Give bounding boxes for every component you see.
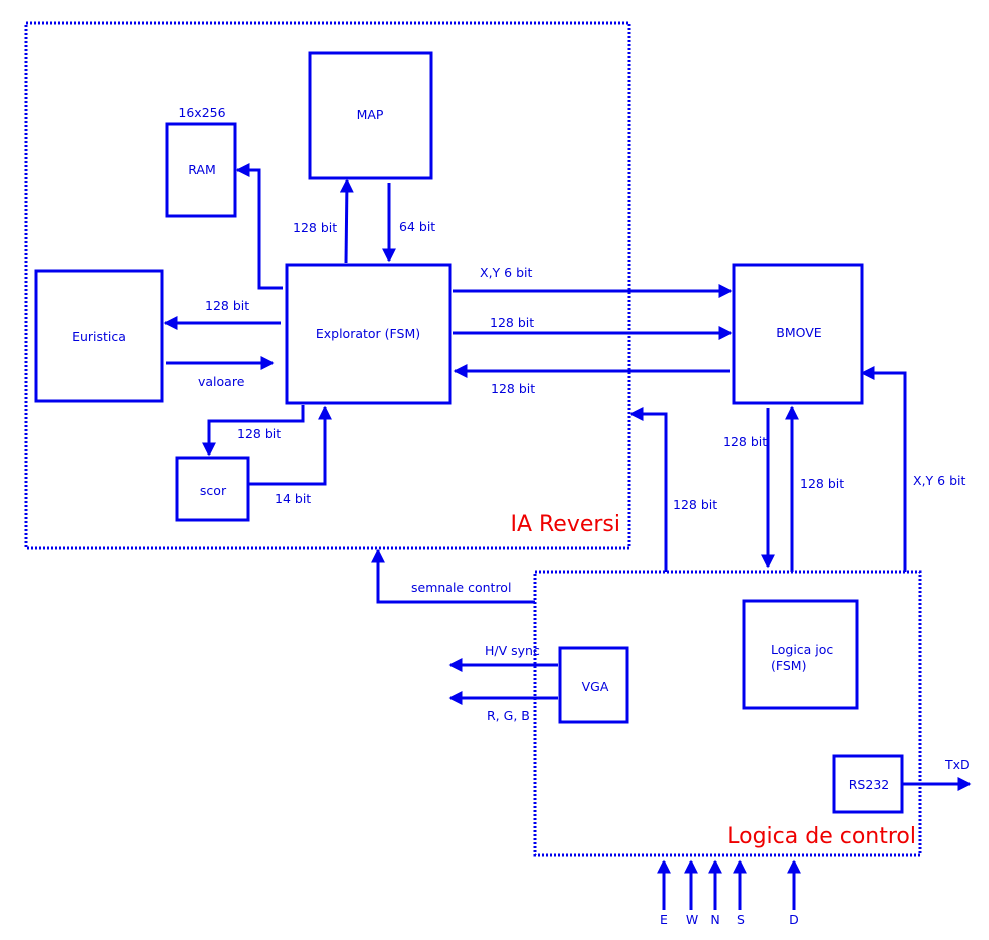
bmove-block: BMOVE [732,263,864,405]
label-bmove-to-explorator: 128 bit [491,381,535,396]
ram-size-label: 16x256 [178,105,225,120]
arrow-scor-to-explorator [249,405,332,486]
bmove-label: BMOVE [776,325,822,340]
logica-joc-label-2: (FSM) [771,658,806,673]
euristica-block: Euristica [34,269,164,403]
ia-reversi-title: IA Reversi [510,512,620,537]
label-txd: TxD [944,757,970,772]
label-input-n: N [710,912,719,927]
label-input-s: S [737,912,745,927]
vga-label: VGA [582,679,609,694]
logica-control-title: Logica de control [727,824,916,849]
label-euristica-to-explorator: valoare [198,374,245,389]
arrow-explorator-to-map [339,178,354,264]
label-explorator-to-bmove-xy: X,Y 6 bit [480,265,532,280]
arrow-control-to-bmove-xy [860,366,907,572]
wires [163,163,972,910]
label-input-e: E [660,912,668,927]
label-explorator-to-euristica: 128 bit [205,298,249,313]
label-rgb: R, G, B [487,708,530,723]
scor-block: scor [175,456,250,522]
rs232-block: RS232 [832,754,904,814]
label-semnale-control: semnale control [411,580,511,595]
map-label: MAP [357,107,384,122]
arrow-explorator-to-scor [202,405,305,457]
logica-control-frame [533,570,922,857]
label-bmove-to-control: 128 bit [723,434,767,449]
map-block: MAP [308,51,433,180]
label-scor-to-explorator: 14 bit [275,491,311,506]
label-explorator-to-map: 128 bit [293,220,337,235]
euristica-label: Euristica [72,329,126,344]
arrow-semnale-control [371,548,535,604]
label-input-w: W [686,912,698,927]
explorator-block: Explorator (FSM) [285,263,452,405]
ram-block: RAM [165,122,237,218]
rs232-label: RS232 [849,777,889,792]
logica-joc-block: Logica joc (FSM) [742,599,859,710]
label-hv-sync: H/V sync [485,643,540,658]
label-explorator-to-bmove: 128 bit [490,315,534,330]
ia-reversi-frame [24,21,631,550]
label-input-d: D [789,912,799,927]
label-control-to-bmove: 128 bit [800,476,844,491]
scor-label: scor [200,483,227,498]
arrow-control-to-ia [629,407,668,572]
explorator-label: Explorator (FSM) [316,326,420,341]
logica-joc-label-1: Logica joc [771,642,833,657]
label-control-to-bmove-xy: X,Y 6 bit [913,473,965,488]
ram-label: RAM [188,162,216,177]
arrow-explorator-to-ram [235,163,283,290]
label-explorator-to-scor: 128 bit [237,426,281,441]
vga-block: VGA [558,646,629,724]
label-map-to-explorator: 64 bit [399,219,435,234]
label-control-to-ia: 128 bit [673,497,717,512]
